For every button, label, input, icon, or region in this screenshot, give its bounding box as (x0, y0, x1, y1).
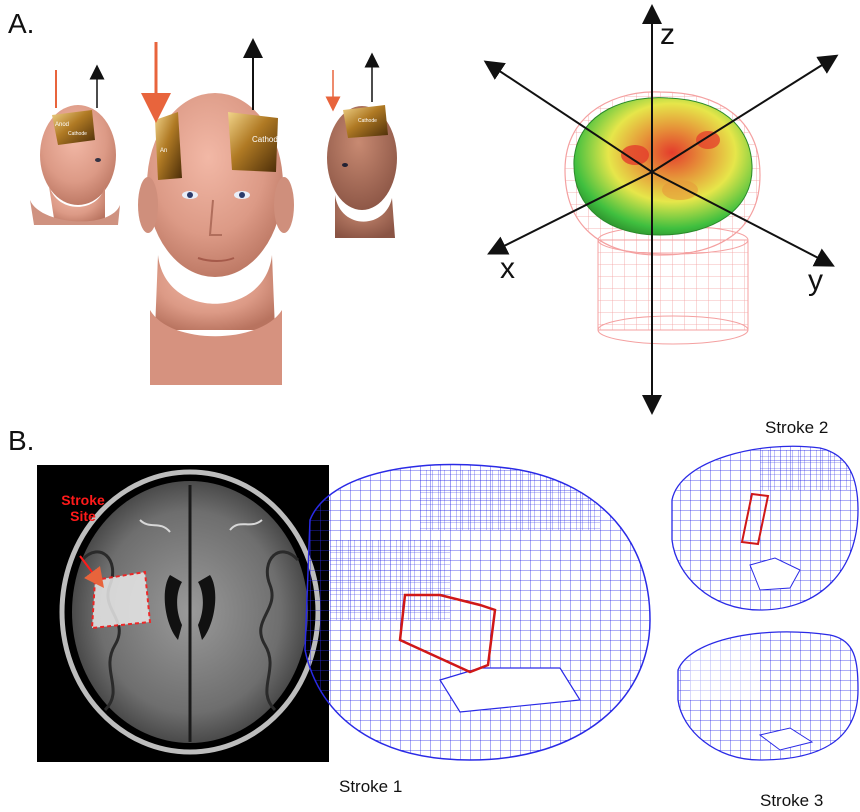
electrode-label-front-anode: An (160, 148, 167, 154)
field-model (565, 92, 760, 344)
head-model-right (327, 105, 397, 238)
stroke-1-caption: Stroke 1 (339, 778, 402, 795)
panel-b-label: B. (8, 427, 34, 455)
x-axis-label: x (500, 254, 515, 284)
mesh-model-stroke-2 (668, 440, 860, 615)
y-axis-label: y (808, 266, 823, 296)
mesh-model-stroke-1 (300, 450, 660, 770)
head-model-left (30, 105, 120, 225)
panel-a-label: A. (8, 10, 34, 38)
electrode-label-left-anode: Anod (55, 122, 69, 128)
electrode-label-right-cathode: Cathode (358, 118, 377, 124)
stroke-3-caption: Stroke 3 (760, 792, 823, 809)
stroke-site-annotation: Stroke Site (38, 492, 128, 524)
z-axis-label: z (660, 20, 675, 50)
electrode-label-left-cathode: Cathode (68, 131, 87, 137)
stroke-2-caption: Stroke 2 (765, 419, 828, 436)
electrode-label-front-cathode: Cathode (252, 135, 282, 144)
mesh-model-stroke-3 (675, 625, 860, 765)
